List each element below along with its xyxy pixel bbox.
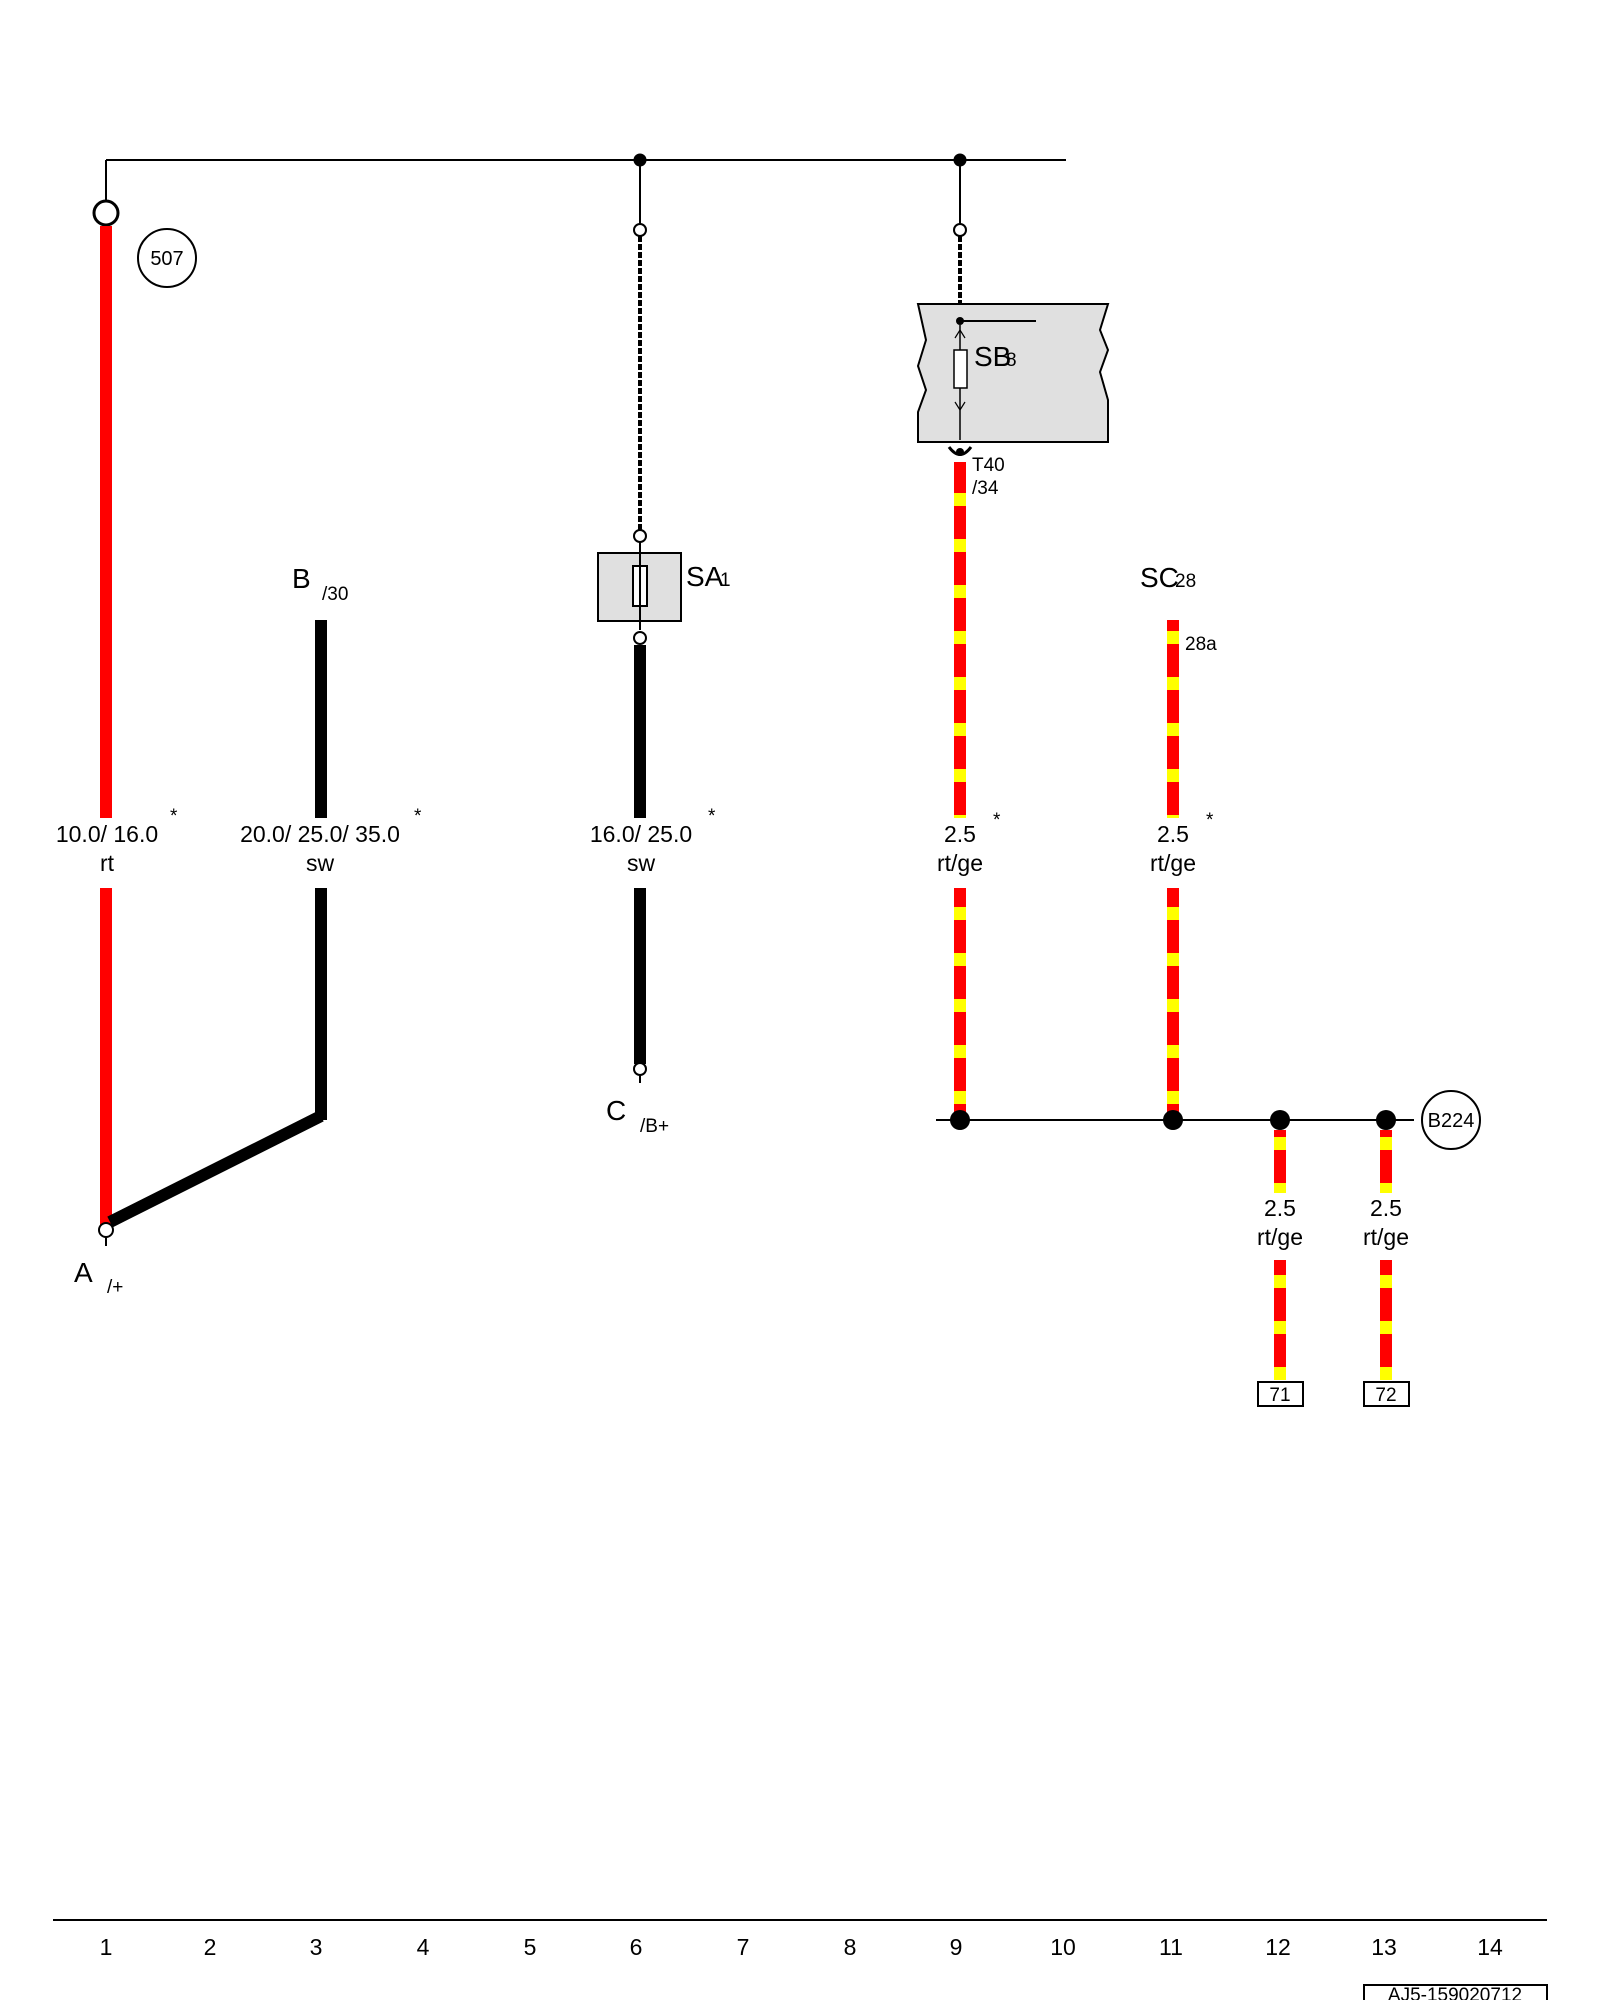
terminal-c-connector (633, 1062, 647, 1076)
svg-text:*: * (414, 806, 422, 827)
terminal-a-connector (98, 1222, 114, 1238)
splice-dot-col12 (1270, 1110, 1290, 1130)
wire-rtge-col13-upper (1380, 1130, 1392, 1193)
ruler-number: 12 (1265, 1934, 1291, 1960)
fuse-sb8-label: SB (974, 341, 1011, 372)
svg-text:16.0/ 25.0: 16.0/ 25.0 (590, 821, 692, 847)
splice-dot-col13 (1376, 1110, 1396, 1130)
svg-text:sw: sw (627, 850, 656, 876)
svg-text:72: 72 (1375, 1385, 1396, 1406)
svg-text:*: * (170, 806, 178, 827)
ruler-numbers: 1 2 3 4 5 6 7 8 9 10 11 12 13 14 (100, 1934, 1503, 1960)
wire-sw-col3-upper (315, 620, 327, 818)
wire-rt-col1-lower (100, 888, 112, 1228)
svg-text:rt/ge: rt/ge (1363, 1224, 1409, 1250)
ruler-number: 8 (844, 1934, 857, 1960)
svg-text:2.5: 2.5 (1264, 1195, 1296, 1221)
svg-text:507: 507 (150, 248, 183, 270)
plug-t40-pin: /34 (972, 478, 999, 499)
fuse-sa1-number: 1 (720, 570, 731, 591)
wire-label-col12: 2.5 rt/ge (1257, 1195, 1303, 1250)
ruler-number: 3 (310, 1934, 323, 1960)
wire-rtge-col12-upper (1274, 1130, 1286, 1193)
ruler-number: 11 (1159, 1934, 1183, 1960)
wire-rtge-col11-lower (1167, 888, 1179, 1120)
fuse-symbol-sb8 (953, 349, 968, 389)
ruler-number: 14 (1477, 1934, 1503, 1960)
ruler-number: 5 (524, 1934, 537, 1960)
fuse-sc28-number: 28 (1175, 571, 1196, 592)
connector-col6-sa-bottom (633, 631, 647, 645)
terminal-a-sub: /+ (107, 1277, 123, 1298)
ruler-number: 10 (1050, 1934, 1076, 1960)
svg-text:*: * (993, 810, 1001, 831)
svg-text:B224: B224 (1428, 1110, 1475, 1132)
wire-label-col6: 16.0/ 25.0 * sw (590, 806, 716, 876)
wire-sw-col3-lower (315, 888, 327, 1120)
svg-text:rt/ge: rt/ge (1150, 850, 1196, 876)
ruler-number: 2 (204, 1934, 217, 1960)
plug-t40-label: T40 (972, 455, 1005, 476)
svg-text:AJ5-159020712: AJ5-159020712 (1388, 1985, 1522, 2000)
terminal-c-sub: /B+ (640, 1116, 669, 1137)
svg-text:2.5: 2.5 (944, 821, 976, 847)
fuse-holder-sb (916, 303, 1110, 443)
svg-text:*: * (708, 806, 716, 827)
wire-sw-col6-lower (634, 888, 646, 1064)
wire-label-col13: 2.5 rt/ge (1363, 1195, 1409, 1250)
splice-bubble-b224: B224 (1421, 1090, 1481, 1150)
ruler-number: 13 (1371, 1934, 1397, 1960)
svg-text:*: * (1206, 810, 1214, 831)
fuse-sc28-pin: 28a (1185, 634, 1217, 655)
wire-sw-col6-upper (634, 645, 646, 818)
connector-col9-top (953, 223, 967, 237)
ruler-number: 4 (417, 1934, 430, 1960)
plug-t40-dot (956, 448, 964, 456)
svg-text:71: 71 (1269, 1385, 1290, 1406)
wire-rtge-col11-upper (1167, 620, 1179, 818)
wire-rtge-col13-lower (1380, 1260, 1392, 1380)
ground-bubble-507: 507 (137, 228, 197, 288)
connector-col6-sa-top (633, 529, 647, 543)
wire-label-col1: 10.0/ 16.0 * rt (56, 806, 178, 876)
svg-text:rt/ge: rt/ge (937, 850, 983, 876)
terminal-b-label: B (292, 563, 311, 594)
terminal-a-label: A (74, 1257, 93, 1288)
connector-col6-top (633, 223, 647, 237)
wire-rtge-col9-upper (954, 462, 966, 818)
wire-rtge-col12-lower (1274, 1260, 1286, 1380)
ruler-number: 7 (737, 1934, 750, 1960)
fuse-box-sa1 (597, 542, 682, 630)
wire-label-col3: 20.0/ 25.0/ 35.0 * sw (240, 806, 422, 876)
wire-rtge-col9-lower (954, 888, 966, 1120)
splice-dot-col11 (1163, 1110, 1183, 1130)
wire-sw-diagonal (107, 1110, 324, 1228)
svg-text:rt: rt (100, 850, 115, 876)
svg-text:2.5: 2.5 (1157, 821, 1189, 847)
terminal-b-sub: /30 (322, 584, 348, 605)
svg-text:sw: sw (306, 850, 335, 876)
ref-box-71: 71 (1257, 1381, 1304, 1407)
svg-text:rt/ge: rt/ge (1257, 1224, 1303, 1250)
ruler-number: 9 (950, 1934, 963, 1960)
fuse-sc28-label: SC (1140, 562, 1179, 593)
wire-label-col11: 2.5 * rt/ge (1150, 810, 1214, 876)
ruler-number: 6 (630, 1934, 643, 1960)
connector-open-507 (92, 199, 120, 227)
wire-rt-col1-upper (100, 226, 112, 818)
wire-label-col9: 2.5 * rt/ge (937, 810, 1001, 876)
document-id-box: AJ5-159020712 (1363, 1984, 1548, 2000)
terminal-c-label: C (606, 1095, 626, 1126)
svg-text:10.0/ 16.0: 10.0/ 16.0 (56, 821, 158, 847)
svg-text:2.5: 2.5 (1370, 1195, 1402, 1221)
ref-box-72: 72 (1363, 1381, 1410, 1407)
fuse-sb8-number: 8 (1006, 350, 1017, 371)
fuse-sa1-label: SA (686, 561, 724, 592)
ruler-number: 1 (100, 1934, 113, 1960)
splice-dot-col9 (950, 1110, 970, 1130)
svg-text:20.0/ 25.0/ 35.0: 20.0/ 25.0/ 35.0 (240, 821, 400, 847)
